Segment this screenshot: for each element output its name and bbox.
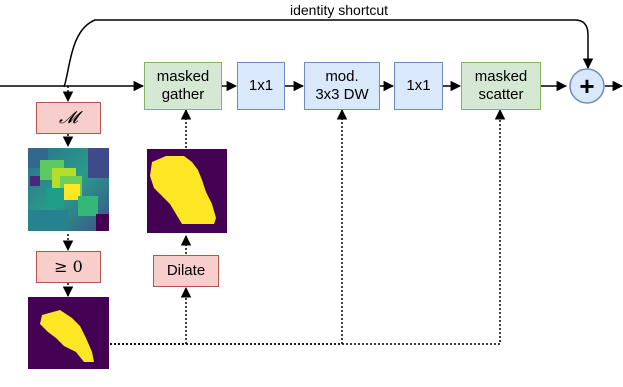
mask-function-node: 𝓜 (36, 102, 101, 134)
threshold-node: ≥ 0 (36, 251, 101, 283)
dilate-label: Dilate (166, 262, 206, 279)
dilate-node: Dilate (153, 255, 219, 287)
mask-heatmap-image (28, 148, 109, 231)
masked-gather-line1: masked (156, 68, 210, 85)
add-node-circle (569, 68, 605, 104)
threshold-label: ≥ 0 (54, 257, 83, 276)
dilated-mask-image (147, 149, 227, 233)
mask-function-label: 𝓜 (58, 108, 79, 128)
masked-gather-line2: gather (161, 86, 205, 103)
masked-scatter-node: masked scatter (461, 62, 541, 110)
conv1x1-a-node: 1x1 (237, 62, 285, 110)
mask-to-dilate-edge (110, 286, 192, 345)
add-node-symbol: + (579, 71, 594, 101)
shortcut-label: identity shortcut (290, 2, 389, 18)
identity-shortcut-edge (63, 19, 594, 88)
masked-gather-node: masked gather (144, 62, 222, 110)
mask-to-scatter-edge (110, 108, 506, 345)
masked-scatter-line1: masked (474, 68, 528, 85)
mod-dw-conv-node: mod. 3x3 DW (304, 62, 380, 110)
mod-dw-line1: mod. (325, 68, 359, 85)
conv1x1-a-label: 1x1 (248, 77, 274, 94)
binary-mask-image (28, 297, 109, 369)
masked-scatter-line2: scatter (478, 86, 524, 103)
conv1x1-b-label: 1x1 (406, 77, 431, 94)
mod-dw-line2: 3x3 DW (315, 86, 369, 103)
conv1x1-b-node: 1x1 (394, 62, 443, 110)
